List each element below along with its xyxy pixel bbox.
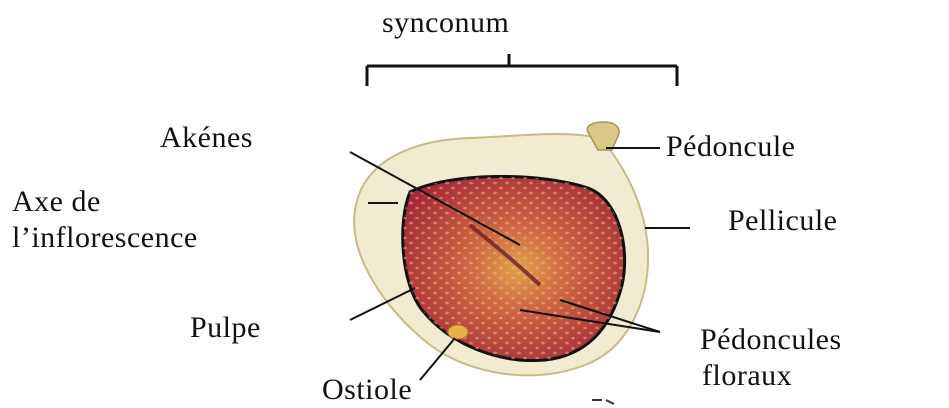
label-akenes: Akénes bbox=[160, 123, 253, 153]
label-pedoncules-floraux: Pédoncules floraux bbox=[700, 322, 842, 394]
label-pulpe: Pulpe bbox=[190, 313, 261, 343]
label-synconum: synconum bbox=[382, 8, 509, 38]
bottom-mark bbox=[592, 400, 614, 404]
label-pedoncules-line1: Pédoncules bbox=[700, 322, 842, 358]
label-axe-de-linflorescence: Axe de l’inflorescence bbox=[12, 184, 198, 256]
label-axe-line1: Axe de bbox=[12, 184, 198, 220]
label-pellicule: Pellicule bbox=[728, 206, 837, 236]
label-pedoncule: Pédoncule bbox=[666, 132, 795, 162]
fig-ostiole bbox=[448, 325, 468, 339]
label-ostiole: Ostiole bbox=[322, 375, 412, 405]
label-axe-line2: l’inflorescence bbox=[12, 220, 198, 256]
label-pedoncules-line2: floraux bbox=[700, 358, 842, 394]
synconum-bracket bbox=[367, 54, 677, 86]
